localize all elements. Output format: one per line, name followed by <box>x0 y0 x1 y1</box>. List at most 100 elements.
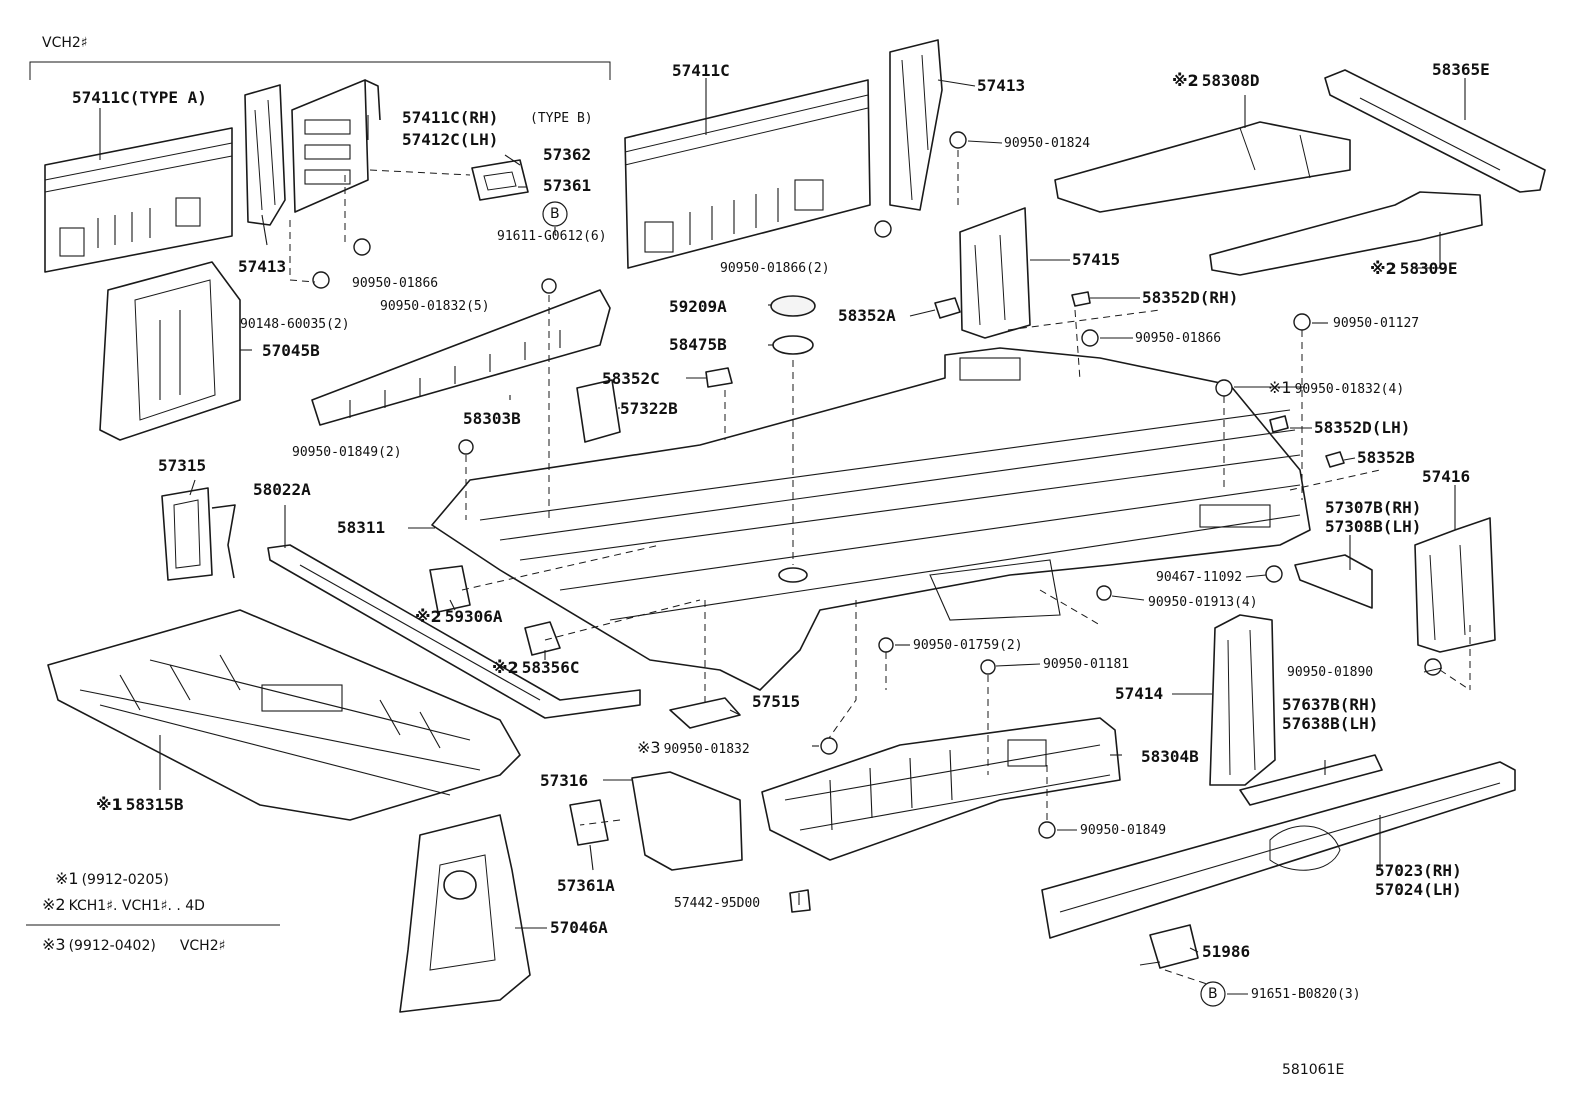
pillar-57413-mid <box>889 39 943 211</box>
leader-line <box>589 844 594 871</box>
label-57315: 57315 <box>158 456 207 475</box>
label-58356c-text: 58356C <box>521 658 580 677</box>
leader-line <box>1412 232 1441 269</box>
dash-line <box>1439 669 1471 691</box>
label-57637b-rh: 57637B(RH) <box>1282 695 1379 714</box>
label-57308b-lh: 57308B(LH) <box>1325 517 1422 536</box>
dash-line <box>544 599 701 641</box>
label-57316: 57316 <box>540 771 589 790</box>
panel-57411c-type-b <box>291 79 381 213</box>
clip-90950-01824 <box>949 131 967 149</box>
label-91651-b0820: 91651-B0820(3) <box>1251 987 1361 1002</box>
gasket-57362 <box>471 159 529 201</box>
label-57413-left: 57413 <box>238 257 287 276</box>
label-57023-rh: 57023(RH) <box>1375 861 1462 880</box>
dash-line <box>1039 589 1101 626</box>
footnote-1: ※1(9912-0205) <box>55 869 169 888</box>
leader-line <box>1245 574 1267 578</box>
crossmember-58309e <box>1209 191 1483 276</box>
clip-90950-01832 <box>820 737 838 755</box>
label-57045b: 57045B <box>262 341 320 360</box>
label-58352c: 58352C <box>602 369 660 388</box>
label-57362: 57362 <box>543 145 592 164</box>
footnote-3-model: VCH2♯ <box>179 938 226 954</box>
label-58304b: 58304B <box>1141 747 1199 766</box>
leader-line <box>189 479 196 496</box>
note-mark-2: ※2 <box>1172 71 1199 90</box>
rail-57023 <box>1041 761 1516 939</box>
clip-58352d-rh <box>1071 291 1091 307</box>
label-58308d-text: 58308D <box>1201 71 1260 90</box>
tag-b-circle-lower <box>1200 981 1226 1007</box>
dash-line <box>369 169 471 176</box>
bracket-57307b <box>1294 554 1373 609</box>
rail-58303b <box>311 289 611 426</box>
clip-90950-01832-5 <box>541 278 557 294</box>
label-58352a: 58352A <box>838 306 896 325</box>
leader-line <box>1111 595 1145 601</box>
label-90950-01824: 90950-01824 <box>1004 136 1091 151</box>
label-90950-01913: 90950-01913(4) <box>1148 595 1258 610</box>
leader-line <box>261 214 268 246</box>
dash-line <box>1074 309 1081 381</box>
pillar-57413-left <box>244 84 286 226</box>
figure-id: 581061E <box>1282 1062 1345 1078</box>
clip-58352c <box>705 367 733 388</box>
floor-58304b <box>761 717 1121 861</box>
footnote-2-code: KCH1♯. VCH1♯. . 4D <box>68 898 205 914</box>
bracket-57316 <box>631 771 743 871</box>
footnote-3: ※3(9912-0402)VCH2♯ <box>42 937 226 954</box>
clip-58352d-lh <box>1269 415 1289 433</box>
clip-90950-01832-4 <box>1215 379 1233 397</box>
label-58352b: 58352B <box>1357 448 1415 467</box>
clip-90950-01866-left <box>353 238 371 256</box>
clip-58352b <box>1325 451 1345 468</box>
clip-90950-01849 <box>1038 821 1056 839</box>
label-59306a-text: 59306A <box>444 607 503 626</box>
label-57322b: 57322B <box>620 399 678 418</box>
label-90950-01849-2: 90950-01849(2) <box>292 445 402 460</box>
dash-line <box>1289 469 1381 491</box>
leader-line <box>449 599 456 611</box>
tag-b-upper: B <box>550 206 560 222</box>
leader-line <box>909 309 936 317</box>
clip-90950-01127 <box>1293 313 1311 331</box>
label-90950-01866-b: 90950-01866 <box>1135 331 1222 346</box>
label-58311: 58311 <box>337 518 386 537</box>
label-90467-11092: 90467-11092 <box>1156 570 1243 585</box>
label-91611-g0612: 91611-G0612(6) <box>497 229 607 244</box>
note-mark-2: ※2 <box>42 895 66 914</box>
leader-line <box>995 663 1041 667</box>
label-90950-01127: 90950-01127 <box>1333 316 1420 331</box>
label-90950-01832-text: 90950-01832 <box>663 742 750 757</box>
rail-58365e <box>1324 69 1546 193</box>
label-90950-01181: 90950-01181 <box>1043 657 1130 672</box>
label-58315b-text: 58315B <box>125 795 184 814</box>
tag-b-circle-upper <box>542 201 568 227</box>
clip-90950-01866-2 <box>874 220 892 238</box>
label-90950-01890: 90950-01890 <box>1287 665 1374 680</box>
label-57361: 57361 <box>543 176 592 195</box>
tag-b-lower: B <box>1208 986 1218 1002</box>
label-57414: 57414 <box>1115 684 1164 703</box>
bracket-51986 <box>1149 924 1199 969</box>
dash-line <box>289 220 316 283</box>
label-type-b: (TYPE B) <box>530 111 593 126</box>
dash-line <box>1164 969 1211 986</box>
panel-57046a <box>399 814 531 1013</box>
clip-90950-01181 <box>980 659 996 675</box>
label-59209a: 59209A <box>669 297 727 316</box>
label-58365e: 58365E <box>1432 60 1490 79</box>
clip-90467-11092 <box>1265 565 1283 583</box>
label-57024-lh: 57024(LH) <box>1375 880 1462 899</box>
label-58309e-text: 58309E <box>1399 259 1458 278</box>
dash-line <box>1007 309 1161 331</box>
clip-90950-01866-b <box>1081 329 1099 347</box>
note-mark-1: ※1 <box>55 869 79 888</box>
panel-57411c-middle <box>624 79 871 269</box>
